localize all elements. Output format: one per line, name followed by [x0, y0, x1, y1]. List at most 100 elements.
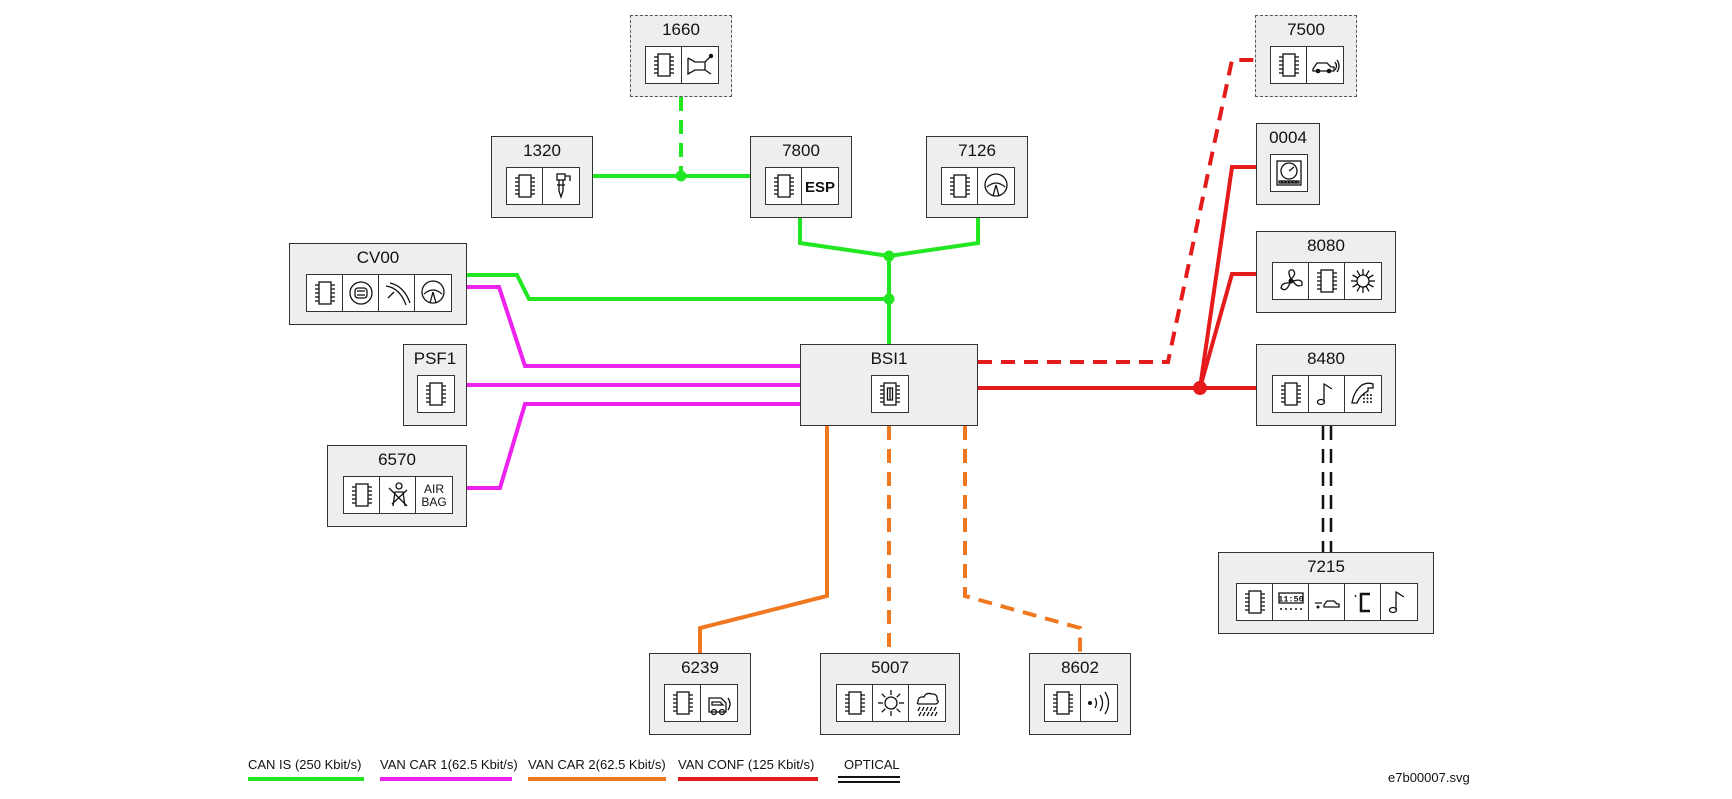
conf-wire-0004	[1198, 165, 1256, 389]
injector-icon	[543, 168, 579, 204]
legend-optical-swatch	[838, 776, 900, 778]
car-signal-icon	[1307, 47, 1343, 83]
steering-wheel-icon	[978, 168, 1014, 204]
legend-van-car2: VAN CAR 2(62.5 Kbit/s)	[528, 757, 666, 772]
music-note-icon	[1309, 376, 1345, 412]
legend-can-is-swatch	[248, 777, 364, 781]
legend-van-conf: VAN CONF (125 Kbit/s)	[678, 757, 814, 772]
module-icon-row	[1270, 154, 1308, 192]
legend-optical-label: OPTICAL	[844, 757, 900, 772]
module-icon-row	[1270, 46, 1344, 84]
chip-icon	[418, 376, 454, 412]
module-label: 1660	[662, 20, 700, 39]
legend-van-car2-label: VAN CAR 2(62.5 Kbit/s)	[528, 757, 666, 772]
esp-text: ESP	[805, 179, 835, 196]
van1-wire-cv00	[467, 285, 800, 368]
module-label: 7500	[1287, 20, 1325, 39]
can-junction-lower	[883, 293, 895, 305]
module-1320: 1320	[491, 136, 593, 218]
module-label: 6570	[378, 450, 416, 469]
legend: CAN IS (250 Kbit/s) VAN CAR 1(62.5 Kbit/…	[248, 757, 928, 787]
legend-van-car2-swatch	[528, 777, 666, 781]
module-icon-row	[645, 46, 719, 84]
chip-icon	[507, 168, 543, 204]
module-icon-row	[1272, 375, 1382, 413]
chip-icon	[665, 685, 701, 721]
fuse-chip-icon	[872, 376, 908, 412]
file-name: e7b00007.svg	[1388, 770, 1470, 785]
module-icon-row	[506, 167, 580, 205]
can-wire-cv00	[467, 273, 889, 301]
legend-van-conf-label: VAN CONF (125 Kbit/s)	[678, 757, 815, 772]
esp-text-icon: ESP	[802, 168, 838, 204]
module-label: BSI1	[870, 349, 908, 368]
instrument-cluster-icon	[1271, 155, 1307, 191]
chip-icon	[1045, 685, 1081, 721]
module-icon-row	[306, 274, 452, 312]
chip-icon	[646, 47, 682, 83]
module-icon-row	[941, 167, 1015, 205]
bracket-icon	[1345, 584, 1381, 620]
legend-van-car1-label: VAN CAR 1(62.5 Kbit/s)	[380, 757, 518, 772]
rain-sensor-icon	[909, 685, 945, 721]
module-icon-row: ESP	[765, 167, 839, 205]
legend-van-conf-swatch	[678, 777, 818, 781]
clock-text: 11:50	[1278, 595, 1304, 605]
module-7215: 7215 11:50	[1218, 552, 1434, 634]
module-label: 7800	[782, 141, 820, 160]
chip-icon	[344, 477, 380, 513]
airbag-text-line: BAG	[421, 495, 446, 509]
module-label: 8602	[1061, 658, 1099, 677]
module-icon-row	[1272, 262, 1382, 300]
module-cv00: CV00	[289, 243, 467, 325]
module-label: 5007	[871, 658, 909, 677]
module-icon-row	[664, 684, 738, 722]
module-label: 6239	[681, 658, 719, 677]
module-8602: 8602	[1029, 653, 1131, 735]
parking-car-icon	[701, 685, 737, 721]
telephone-icon	[1345, 376, 1381, 412]
module-6239: 6239	[649, 653, 751, 735]
car-lights-icon	[1309, 584, 1345, 620]
steering-wheel-icon	[415, 275, 451, 311]
module-label: 0004	[1269, 128, 1307, 147]
chip-icon	[942, 168, 978, 204]
legend-can-is: CAN IS (250 Kbit/s)	[248, 757, 361, 772]
chip-icon	[307, 275, 343, 311]
module-8080: 8080	[1256, 231, 1396, 313]
chip-icon	[1273, 376, 1309, 412]
module-label: 7215	[1307, 557, 1345, 576]
sun-sensor-icon	[873, 685, 909, 721]
chip-icon	[837, 685, 873, 721]
chip-icon	[1309, 263, 1345, 299]
snowflake-icon	[1345, 263, 1381, 299]
module-icon-row	[871, 375, 909, 413]
wiper-stalk-icon	[379, 275, 415, 311]
module-icon-row	[1044, 684, 1118, 722]
can-wire-7126-down	[888, 218, 980, 258]
module-label: CV00	[356, 248, 400, 267]
music-note-icon	[1381, 584, 1417, 620]
can-junction-upper	[883, 250, 895, 262]
module-label: 1320	[523, 141, 561, 160]
clock-display-icon: 11:50	[1273, 584, 1309, 620]
chip-icon	[1271, 47, 1307, 83]
module-7500: 7500	[1255, 15, 1357, 97]
module-8480: 8480	[1256, 344, 1396, 426]
legend-van-car1-swatch	[380, 777, 512, 781]
legend-can-is-label: CAN IS (250 Kbit/s)	[248, 757, 362, 772]
seatbelt-icon	[380, 477, 416, 513]
module-label: 8480	[1307, 349, 1345, 368]
chip-icon	[1237, 584, 1273, 620]
legend-van-car1: VAN CAR 1(62.5 Kbit/s)	[380, 757, 518, 772]
can-junction-top	[675, 170, 687, 182]
module-label: 7126	[958, 141, 996, 160]
module-0004: 0004	[1256, 123, 1320, 205]
fan-icon	[1273, 263, 1309, 299]
module-label: PSF1	[413, 349, 457, 368]
van2-wire-8602	[963, 426, 1082, 653]
